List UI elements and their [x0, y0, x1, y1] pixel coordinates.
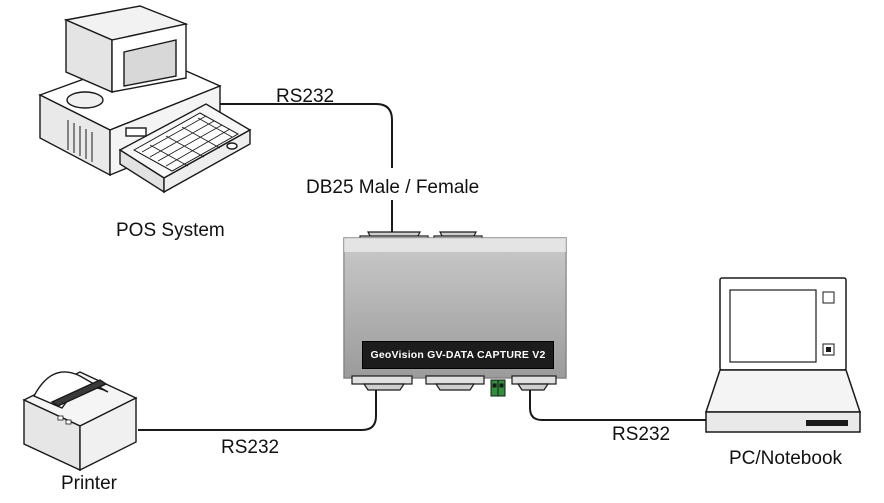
pc-notebook-label: PC/Notebook: [729, 448, 843, 469]
pos-system-label: POS System: [116, 220, 225, 241]
device-name-band: GeoVision GV-DATA CAPTURE V2: [362, 341, 554, 369]
bottom-connectors: [351, 375, 557, 391]
cable-pos-to-capture: [214, 103, 393, 168]
printer-illustration: [22, 371, 138, 472]
db25-label: DB25 Male / Female: [306, 177, 480, 198]
printer-label: Printer: [61, 473, 117, 494]
pos-system-illustration: [38, 5, 252, 194]
cable-capture-to-pc: [529, 388, 708, 421]
cables: [138, 103, 708, 431]
terminal-block: [490, 379, 506, 397]
pc-notebook-illustration: [704, 277, 862, 433]
rs232-label-top: RS232: [276, 86, 335, 107]
device-name-label: GeoVision GV-DATA CAPTURE V2: [370, 349, 546, 361]
cable-printer-to-capture: [138, 390, 377, 431]
data-capture-device: [343, 231, 567, 397]
rs232-label-left: RS232: [221, 437, 280, 458]
rs232-label-right: RS232: [612, 424, 671, 445]
